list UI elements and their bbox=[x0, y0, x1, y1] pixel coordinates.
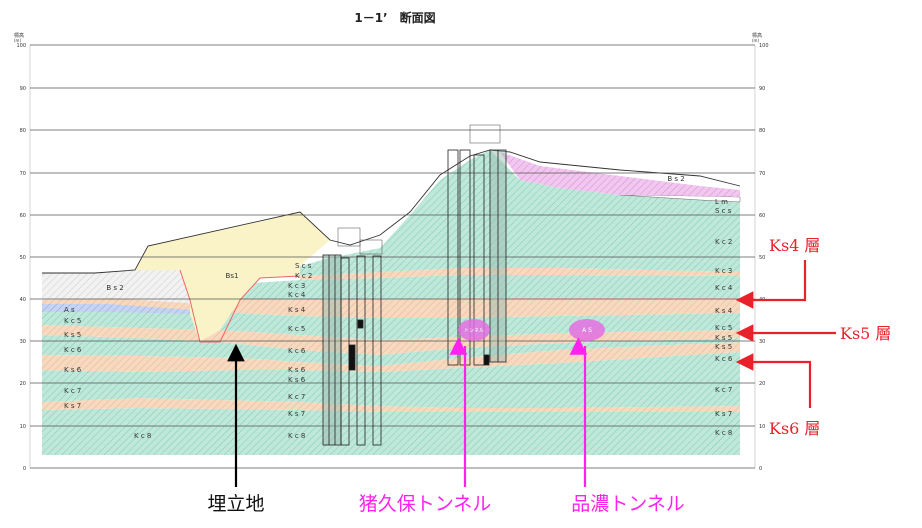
layer-label: K s 7 bbox=[288, 410, 305, 418]
tick-label: 10 bbox=[759, 424, 765, 430]
layer-label: K s 6 bbox=[288, 376, 306, 384]
layer-label: K c 7 bbox=[64, 387, 81, 395]
layer-label: B s 2 bbox=[667, 175, 684, 183]
layer-label: K c 2 bbox=[715, 238, 732, 246]
right-axis-label: 標高 bbox=[752, 32, 762, 39]
tick-label: 90 bbox=[759, 86, 765, 92]
layer-label: B s 2 bbox=[106, 284, 123, 292]
ks5-callout: Ks5 層 bbox=[735, 324, 891, 343]
tick-label: 100 bbox=[759, 43, 769, 49]
tick-label: 60 bbox=[759, 213, 765, 219]
layer-label: S c s bbox=[715, 207, 732, 215]
layer-label: K c 8 bbox=[134, 432, 151, 440]
layer-label: K s 5 bbox=[715, 334, 732, 342]
ks4-callout: Ks4 層 bbox=[735, 236, 820, 309]
layer-label: K c 5 bbox=[288, 325, 305, 333]
landfill-caption: 埋立地 bbox=[207, 493, 264, 515]
layer-label: A s bbox=[64, 306, 75, 314]
tick-label: 70 bbox=[20, 171, 26, 177]
borehole-group-middle bbox=[322, 254, 382, 446]
layer-label: K s 5 bbox=[715, 343, 732, 351]
shinano-caption: 品濃トンネル bbox=[571, 493, 685, 515]
layer-label: K s 6 bbox=[64, 366, 82, 374]
layer-label: K c 7 bbox=[715, 386, 732, 394]
left-axis-label: 標高 bbox=[14, 32, 24, 39]
tick-label: 20 bbox=[759, 381, 765, 387]
tick-label: 30 bbox=[759, 339, 765, 345]
shinano-tunnel-shape bbox=[569, 319, 605, 341]
tick-label: 10 bbox=[20, 424, 26, 430]
tick-label: 0 bbox=[23, 466, 26, 472]
left-axis-unit: (m) bbox=[14, 38, 21, 43]
layer-label: K s 6 bbox=[288, 366, 306, 374]
ks5-callout-label: Ks5 層 bbox=[840, 324, 891, 343]
layer-label: K c 5 bbox=[64, 317, 81, 325]
layer-label: K c 4 bbox=[288, 291, 306, 299]
tick-label: 20 bbox=[20, 381, 26, 387]
layer-label: K s 4 bbox=[715, 307, 733, 315]
tick-label: 90 bbox=[20, 86, 26, 92]
layer-label: K c 6 bbox=[64, 346, 82, 354]
layer-label: K s 7 bbox=[64, 402, 81, 410]
shinano-tunnel-mark: A S bbox=[582, 327, 592, 334]
inokubo-tunnel-shape bbox=[458, 319, 490, 341]
layer-label: K c 7 bbox=[288, 393, 305, 401]
borehole-annotations bbox=[337, 124, 501, 255]
tick-label: 40 bbox=[20, 297, 26, 303]
layer-label: K s 5 bbox=[64, 331, 81, 339]
tick-label: 30 bbox=[20, 339, 26, 345]
ks6-callout-label: Ks6 層 bbox=[769, 419, 820, 438]
layer-label: K c 3 bbox=[715, 267, 732, 275]
layer-label: K c 3 bbox=[288, 282, 305, 290]
layer-label: K c 8 bbox=[288, 432, 305, 440]
tick-label: 60 bbox=[20, 213, 26, 219]
tick-label: 70 bbox=[759, 171, 765, 177]
layer-label: K c 8 bbox=[715, 429, 732, 437]
ks4-callout-label: Ks4 層 bbox=[769, 236, 820, 255]
left-tick-labels: 100 90 80 70 60 50 40 30 20 10 0 bbox=[16, 43, 26, 472]
tick-label: 50 bbox=[20, 255, 26, 261]
tick-label: 100 bbox=[16, 43, 26, 49]
tick-label: 50 bbox=[759, 255, 765, 261]
layer-label: K c 6 bbox=[288, 347, 306, 355]
layer-label: K c 6 bbox=[715, 355, 733, 363]
layer-label: L m bbox=[715, 198, 728, 206]
tick-label: 0 bbox=[759, 466, 762, 472]
right-axis-unit: (m) bbox=[752, 38, 759, 43]
inokubo-caption: 猪久保トンネル bbox=[359, 493, 492, 515]
layer-label: K s 7 bbox=[715, 410, 732, 418]
right-tick-labels: 100 90 80 70 60 50 40 30 20 10 0 bbox=[759, 43, 769, 472]
layer-labels: Bs1 B s 2 B s 2 A s L m S c s S c s K c … bbox=[64, 175, 733, 440]
elevation-grid bbox=[30, 44, 755, 469]
layer-label: K c 5 bbox=[715, 324, 732, 332]
layer-label: S c s bbox=[295, 262, 312, 270]
inokubo-tunnel-mark: トンネル bbox=[464, 328, 484, 334]
layer-label: K s 4 bbox=[288, 306, 306, 314]
tick-label: 80 bbox=[759, 128, 765, 134]
diagram-title: 1－1’ 断面図 bbox=[354, 10, 435, 25]
tick-label: 80 bbox=[20, 128, 26, 134]
layer-label: K c 4 bbox=[715, 284, 733, 292]
layer-label: K c 2 bbox=[295, 272, 312, 280]
layer-label: Bs1 bbox=[226, 272, 239, 280]
ks6-callout: Ks6 層 bbox=[735, 353, 820, 438]
